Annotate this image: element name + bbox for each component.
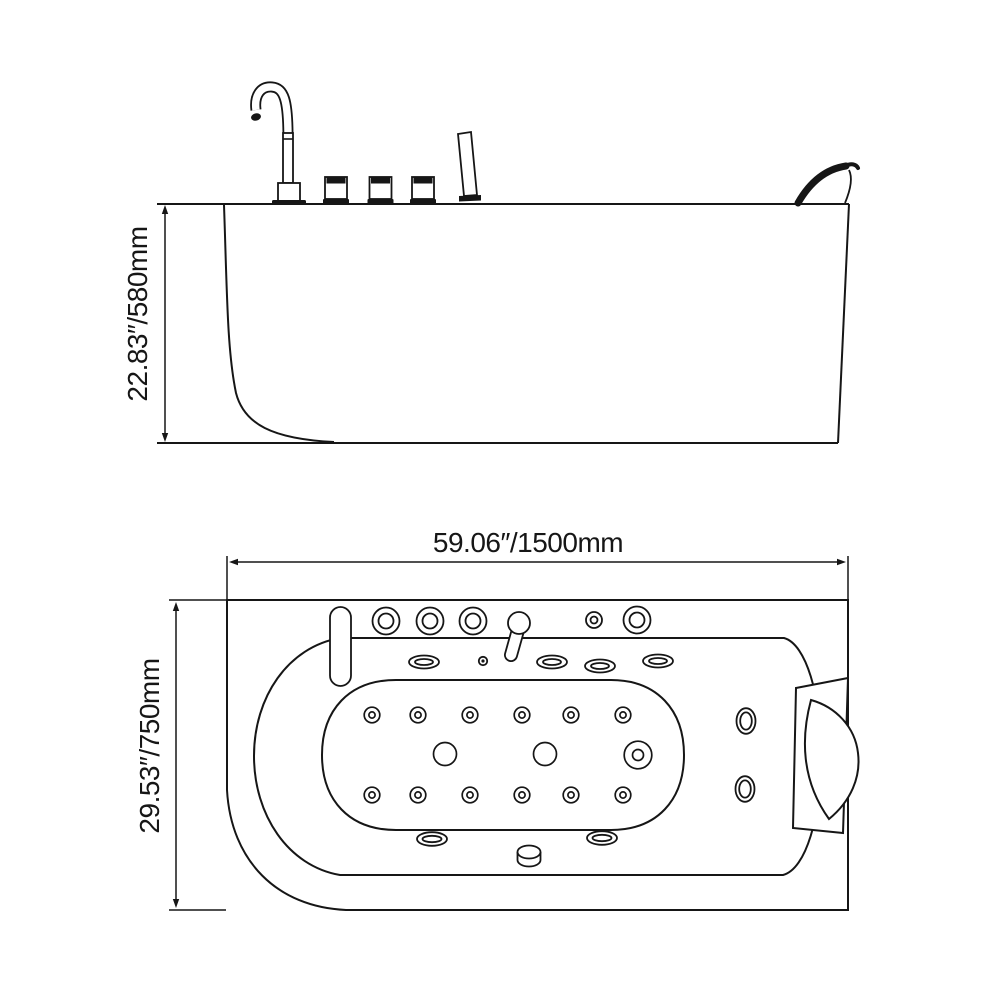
tub-right-edge [837,203,850,444]
floor-light [432,741,458,767]
oval-jet [408,654,440,670]
drain-fitting [516,844,542,868]
floor-light [532,741,558,767]
knob [367,176,394,204]
hand-shower-wand [457,130,481,202]
arrow-up-icon [172,602,180,611]
deck-control-knob [371,606,401,636]
tub-floor-outline [320,679,686,831]
floor-jet [513,706,531,724]
back-jet [734,775,756,803]
wand-flange [459,195,481,202]
floor-jet [409,786,427,804]
height-dimension-label: 22.83″/580mm [122,226,153,402]
floor-jet [614,706,632,724]
grab-bar [329,606,352,687]
deck-control-knob [458,606,488,636]
length-dimension [226,556,849,599]
length-dimension-label: 59.06″/1500mm [432,527,624,558]
knob [323,176,349,204]
floor-jet [363,786,381,804]
arrow-right-icon [837,558,846,566]
width-dimension [169,599,226,911]
deck-controls [371,605,652,662]
floor-jet [409,706,427,724]
faucet-neck-body [251,83,292,138]
faucet-spout-tip [251,113,261,121]
floor-jet [461,706,479,724]
headrest-plan [791,676,860,835]
oval-jet [536,654,568,670]
oval-jet [642,653,674,669]
headrest-side [794,162,860,207]
arrow-down-icon [161,433,169,442]
floor-jet [562,786,580,804]
plan-view [169,556,860,911]
floor-jets [363,706,653,804]
arrow-up-icon [161,205,169,214]
knob [410,176,436,204]
deck-knobs [323,176,436,204]
deck-control-knob [622,605,652,635]
arrow-down-icon [172,899,180,908]
height-dimension [161,205,169,442]
deck-small-jet [585,611,603,629]
ledge-jets-bottom [416,830,618,868]
faucet-base [277,182,301,202]
tub-left-profile [223,204,335,443]
oval-jet [584,658,616,674]
back-jets [734,707,757,803]
oval-jet [416,831,448,847]
arrow-left-icon [229,558,238,566]
back-jet [735,707,757,735]
faucet-pipe [282,132,294,184]
deck-control-knob [415,606,445,636]
headrest-cushion [804,698,860,821]
gooseneck-faucet [250,81,306,205]
ledge-jets-top [408,653,674,674]
suction-fitting [623,740,653,770]
diverter-lever [504,611,531,662]
faucet-base-flange [272,200,306,205]
floor-jet [614,786,632,804]
oval-jet [586,830,618,846]
width-dimension-label: 29.53″/750mm [134,658,165,834]
floor-jet [363,706,381,724]
floor-jet [461,786,479,804]
floor-jet [562,706,580,724]
air-button [477,655,489,667]
floor-jet [513,786,531,804]
side-view [157,81,860,444]
